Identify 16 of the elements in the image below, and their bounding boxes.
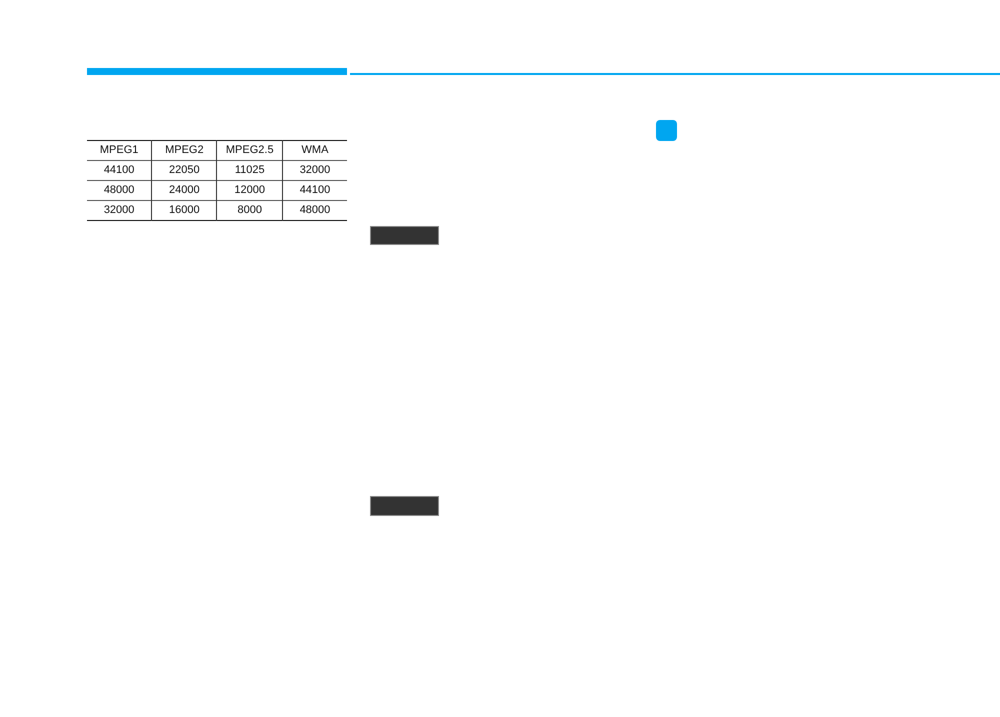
table-cell: 12000 bbox=[216, 180, 282, 200]
table-header-cell: MPEG2 bbox=[152, 140, 217, 160]
table-cell: 16000 bbox=[152, 200, 217, 220]
table-cell: 48000 bbox=[282, 200, 347, 220]
table-header-cell: MPEG2.5 bbox=[216, 140, 282, 160]
table-cell: 48000 bbox=[87, 180, 152, 200]
table-header-cell: WMA bbox=[282, 140, 347, 160]
table-cell: 44100 bbox=[87, 160, 152, 180]
table-cell: 8000 bbox=[216, 200, 282, 220]
table-cell: 24000 bbox=[152, 180, 217, 200]
table-cell: 32000 bbox=[282, 160, 347, 180]
table-cell: 32000 bbox=[87, 200, 152, 220]
table-cell: 44100 bbox=[282, 180, 347, 200]
table-cell: 11025 bbox=[216, 160, 282, 180]
table-header-cell: MPEG1 bbox=[87, 140, 152, 160]
table-cell: 22050 bbox=[152, 160, 217, 180]
